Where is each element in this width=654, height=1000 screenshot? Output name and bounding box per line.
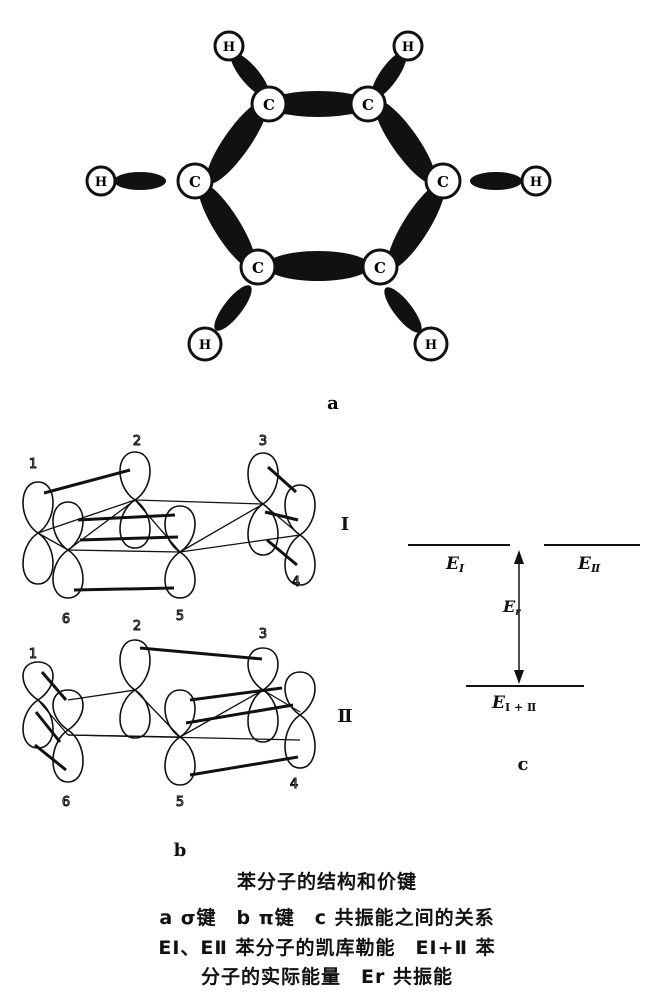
level-Er-label: Er xyxy=(502,597,521,618)
p-orbital-4 xyxy=(284,671,316,769)
structure-I-label: I xyxy=(341,514,349,535)
svg-text:H: H xyxy=(223,40,235,55)
atom-number: 5 xyxy=(176,795,184,810)
panel-b-label: b xyxy=(174,840,187,861)
p-orbital-4 xyxy=(284,484,316,586)
atom-number: 2 xyxy=(133,619,141,634)
hydrogen-atom: H xyxy=(392,30,424,62)
ring-edge xyxy=(262,689,301,713)
arrow-head-up xyxy=(514,550,524,564)
ch-bond-3 xyxy=(114,172,166,190)
svg-text:H: H xyxy=(199,338,211,353)
caption-line-2: a σ键 b π键 c 共振能之间的关系 xyxy=(159,907,495,929)
cc-sigma-bonds xyxy=(198,91,445,281)
ring-skeleton xyxy=(37,499,302,553)
ring-edge xyxy=(67,734,301,741)
hydrogen-atom: H xyxy=(187,326,223,362)
svg-text:C: C xyxy=(263,96,275,114)
hydrogen-atom: H xyxy=(85,165,117,197)
caption-line-4: 分子的实际能量 Er 共振能 xyxy=(201,966,453,988)
carbon-atom: C xyxy=(361,248,399,286)
ring-edge xyxy=(37,699,69,736)
p-orbital-1 xyxy=(22,661,54,749)
cc-bond-lower-left xyxy=(198,183,256,269)
carbon-atoms: C C C C C C xyxy=(176,85,462,286)
hydrogen-atom: H xyxy=(413,326,449,362)
carbon-atom: C xyxy=(239,248,277,286)
p-orbital-6 xyxy=(52,689,84,783)
p-orbital-5 xyxy=(164,505,196,599)
ch-bond-2 xyxy=(371,51,407,99)
cc-bond-lower-right xyxy=(387,183,445,269)
panel-a-label: a xyxy=(327,393,339,414)
hydrogen-atom: H xyxy=(520,165,552,197)
level-EII-label: EⅡ xyxy=(577,554,601,575)
ring-edge xyxy=(179,689,264,738)
carbon-atom: C xyxy=(176,162,214,200)
atom-number: 1 xyxy=(29,457,37,472)
svg-text:H: H xyxy=(530,175,542,190)
atom-number: 6 xyxy=(62,612,70,627)
level-EI-label: EⅠ xyxy=(445,554,465,575)
svg-text:C: C xyxy=(189,173,201,191)
panel-c-energy-diagram: EⅠ EⅡ Er EⅠ + Ⅱ c xyxy=(408,544,640,775)
svg-text:C: C xyxy=(374,259,386,277)
kekule-structure-I: 1 2 3 4 5 6 I xyxy=(22,434,349,628)
structure-II-label: Ⅱ xyxy=(337,706,352,727)
atom-number: 5 xyxy=(176,609,184,624)
atom-number: 3 xyxy=(259,434,267,449)
pi-overlap-bars xyxy=(43,465,299,592)
p-orbital-1 xyxy=(22,481,54,585)
cc-bond-top xyxy=(266,91,370,117)
ch-bond-1 xyxy=(230,52,270,98)
ring-edge xyxy=(67,549,181,553)
panel-a-sigma-bonds: C C C C C C H H H H H H a xyxy=(85,30,552,414)
caption-line-3: EⅠ、EⅡ 苯分子的凯库勒能 EⅠ+Ⅱ 苯 xyxy=(158,937,496,959)
atom-number: 1 xyxy=(29,647,37,662)
atom-number: 4 xyxy=(290,777,298,792)
svg-text:C: C xyxy=(362,96,374,114)
hydrogen-atom: H xyxy=(213,30,245,62)
p-orbital-2 xyxy=(119,639,151,739)
caption-title: 苯分子的结构和价键 xyxy=(236,871,417,893)
svg-text:H: H xyxy=(95,175,107,190)
p-orbitals xyxy=(22,451,316,599)
cc-bond-upper-left xyxy=(206,100,268,184)
ch-bond-6 xyxy=(384,287,422,333)
svg-text:C: C xyxy=(252,259,264,277)
svg-text:H: H xyxy=(402,40,414,55)
ring-edge xyxy=(67,689,136,701)
ch-sigma-bonds xyxy=(114,51,522,333)
ch-bond-4 xyxy=(470,172,522,190)
p-orbital-5 xyxy=(164,689,196,786)
hydrogen-atoms: H H H H H H xyxy=(85,30,552,362)
level-EIplusII-label: EⅠ + Ⅱ xyxy=(491,693,536,714)
svg-text:H: H xyxy=(425,338,437,353)
p-orbitals xyxy=(22,639,316,786)
atom-number: 4 xyxy=(292,575,300,590)
svg-text:C: C xyxy=(437,173,449,191)
carbon-atom: C xyxy=(424,162,462,200)
ch-bond-5 xyxy=(214,285,252,331)
cc-bond-upper-right xyxy=(374,100,436,184)
carbon-atom: C xyxy=(250,85,288,123)
carbon-atom: C xyxy=(349,85,387,123)
atom-number: 6 xyxy=(62,795,70,810)
p-orbital-3 xyxy=(247,647,279,743)
kekule-structure-II: 1 2 3 4 5 6 Ⅱ xyxy=(22,619,353,811)
atom-number: 3 xyxy=(259,627,267,642)
atom-number: 2 xyxy=(133,434,141,449)
ring-edge xyxy=(134,499,264,505)
panel-c-label: c xyxy=(518,754,529,775)
cc-bond-bottom xyxy=(266,251,370,281)
arrow-head-down xyxy=(514,670,524,684)
panel-b-pi-bonds: 1 2 3 4 5 6 I xyxy=(22,434,353,861)
p-orbital-2 xyxy=(119,451,151,549)
pi-overlap-bars xyxy=(34,646,299,777)
